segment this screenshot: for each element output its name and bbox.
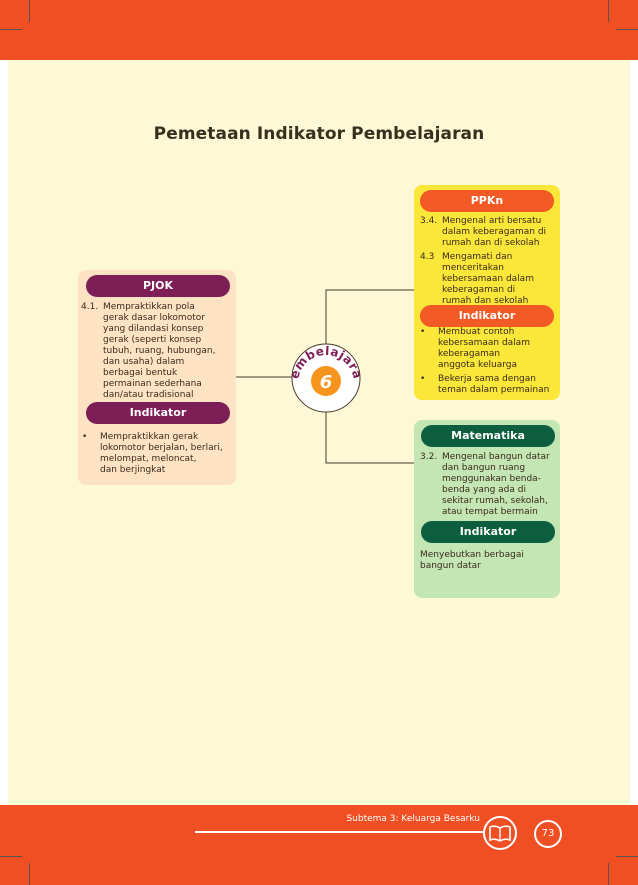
emblem-number-circle [311, 366, 341, 396]
competency-item: 4.3 Mengamati dan menceritakan kebersama… [420, 252, 534, 306]
indicator-item: • Mempraktikkan gerak lokomotor berjalan… [82, 432, 223, 475]
page-title: Pemetaan Indikator Pembelajaran [153, 124, 485, 144]
pjok-competencies: 4.1. Mempraktikkan pola gerak dasar loko… [81, 302, 233, 401]
indicator-item: • Membuat contoh kebersamaan dalam keber… [420, 327, 530, 370]
ppkn-indicator-header: Indikator [420, 305, 554, 327]
matematika-card [414, 420, 560, 598]
matematika-indicators: Menyebutkan berbagai bangun datar [420, 550, 524, 571]
matematika-competencies: 3.2. Mengenal bangun datar dan bangun ru… [420, 452, 558, 518]
competency-item: 4.1. Mempraktikkan pola gerak dasar loko… [81, 302, 216, 400]
emblem-word: Pembelajaran [0, 0, 365, 380]
emblem-number: 6 [320, 372, 333, 393]
ppkn-indicators: • Membuat contoh kebersamaan dalam keber… [420, 327, 558, 396]
pjok-header: PJOK [86, 275, 230, 297]
top-band [0, 0, 638, 60]
footer-rule [195, 831, 485, 833]
competency-item: 3.4. Mengenal arti bersatu dalam keberag… [420, 216, 547, 248]
page-number: 73 [534, 820, 562, 848]
ppkn-card [414, 185, 560, 400]
footer-subtheme: Subtema 3: Keluarga Besarku [346, 814, 480, 824]
pjok-indicators: • Mempraktikkan gerak lokomotor berjalan… [82, 432, 234, 476]
bottom-band [0, 805, 638, 885]
ppkn-competencies: 3.4. Mengenal arti bersatu dalam keberag… [420, 216, 558, 307]
ppkn-header: PPKn [420, 190, 554, 212]
matematika-indicator-header: Indikator [421, 521, 555, 543]
pjok-indicator-header: Indikator [86, 402, 230, 424]
pjok-card [78, 270, 236, 485]
matematika-header: Matematika [421, 425, 555, 447]
competency-item: 3.2. Mengenal bangun datar dan bangun ru… [420, 452, 550, 517]
book-icon [483, 816, 517, 850]
indicator-item: • Bekerja sama dengan teman dalam permai… [420, 374, 550, 395]
